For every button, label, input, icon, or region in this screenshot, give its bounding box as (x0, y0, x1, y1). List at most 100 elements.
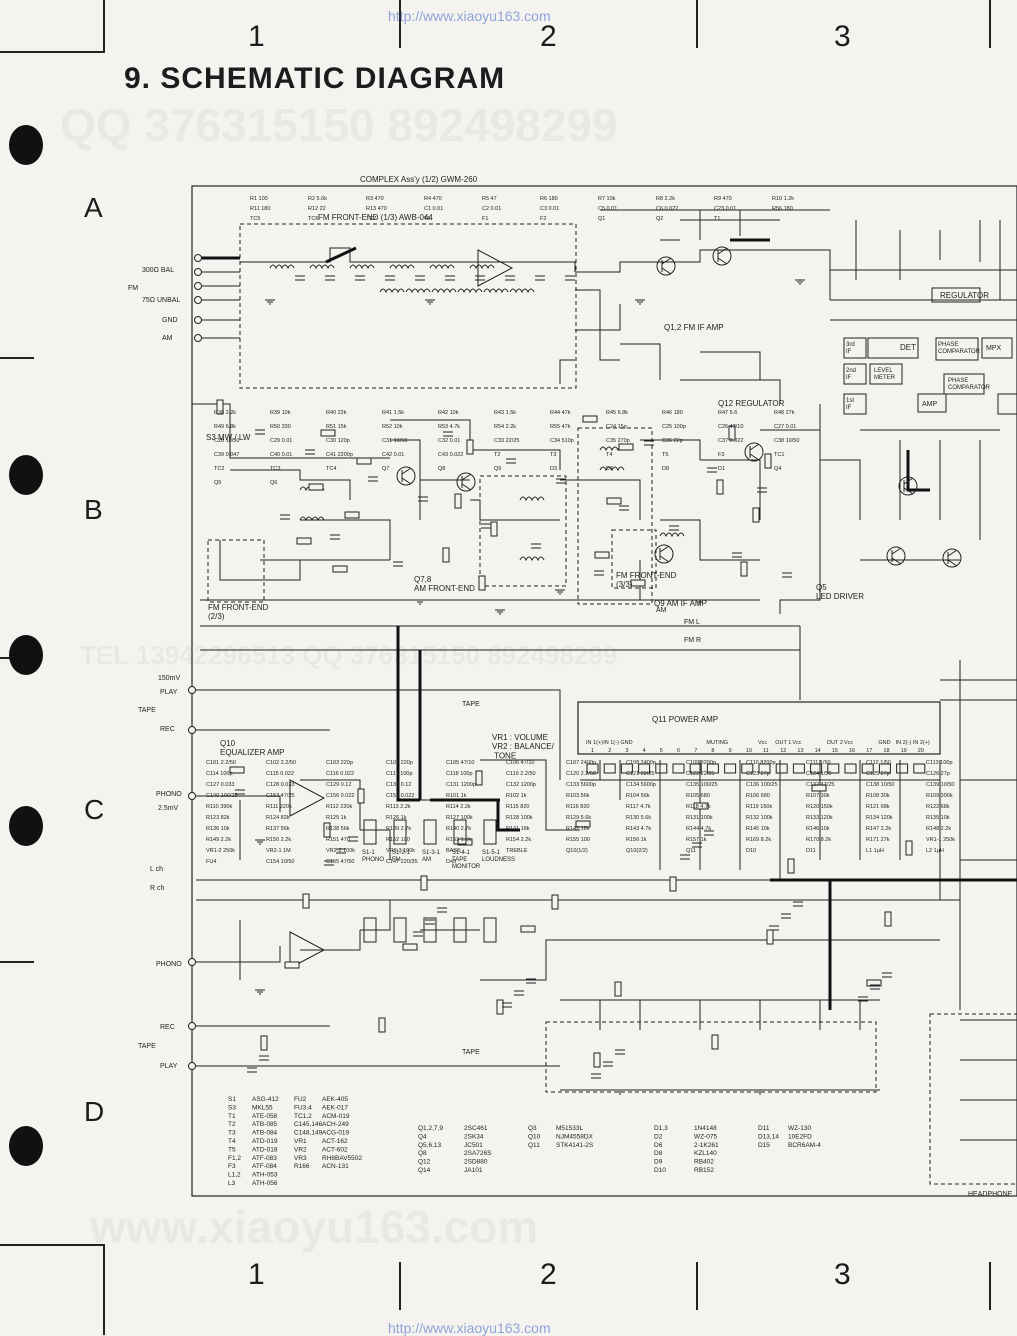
parts-list-cell: RB402 (694, 1159, 714, 1166)
component-label: TREBLE (506, 848, 528, 854)
power-amp-label: Q11 POWER AMP (652, 715, 718, 724)
coil (599, 466, 625, 472)
fm-front-end-3-label: FM FRONT-END(3/3) (616, 571, 677, 589)
binder-holes (9, 125, 43, 1166)
power-amp-box (577, 701, 941, 755)
wire (470, 499, 560, 521)
capacitor (413, 931, 423, 937)
op-amp (289, 779, 326, 817)
component-label: C26 47/10 (718, 424, 743, 430)
component-label: R13 470 (366, 206, 387, 212)
power-amp-pin-box (792, 763, 805, 774)
component-label: R109 390k (926, 793, 953, 799)
transistor (886, 546, 906, 566)
ground (425, 299, 435, 305)
component-label: C130 0.12 (386, 782, 411, 788)
parts-list-cell: T4 (228, 1138, 236, 1145)
ground (265, 299, 275, 305)
resistor (323, 822, 331, 838)
sheet-frame (0, 0, 991, 1335)
power-amp-pin-label: IN 1(+) (586, 740, 603, 746)
component-label: Q2 (656, 216, 663, 222)
wire (660, 519, 760, 561)
component-label: R47 5.6 (718, 410, 737, 416)
wire (192, 689, 561, 780)
capacitor (692, 842, 702, 848)
row-letter-c: C (84, 794, 105, 825)
component-label: C156 0.022 (326, 793, 354, 799)
power-amp-pin-number: 10 (746, 748, 752, 754)
parts-list-cell: 1N4148 (694, 1125, 717, 1132)
col-number-2: 2 (540, 20, 557, 53)
signal-path (325, 246, 357, 264)
component-label: D10 (746, 848, 756, 854)
signal-paths (198, 238, 1017, 1010)
capacitor (680, 854, 690, 860)
component-label: R138 56k (326, 826, 350, 832)
power-amp-pin-box (672, 763, 685, 774)
resistor (378, 1017, 386, 1033)
headphone-box (929, 1013, 1017, 1185)
component-label: R122 68k (926, 804, 950, 810)
component-label: R129 5.6k (566, 815, 591, 821)
resistor (332, 565, 348, 573)
resistor (866, 979, 882, 987)
component-label: C38 10/50 (774, 438, 799, 444)
parts-list-cell: 2SD880 (464, 1159, 488, 1166)
signal-path (906, 450, 930, 492)
parts-list-cell: Q11 (528, 1142, 540, 1149)
component-label: C6 0.022 (656, 206, 678, 212)
parts-list-cell: WZ-075 (694, 1133, 718, 1140)
q12-regulator-label: Q12 REGULATOR (718, 399, 785, 408)
component-label: C137 47/25 (806, 782, 834, 788)
resistor (594, 551, 610, 559)
parts-list-cell: D10 (654, 1167, 666, 1174)
component-label: R7 10k (598, 196, 616, 202)
transistor-leads (749, 443, 760, 461)
capacitor (437, 907, 447, 913)
component-label: D8 (662, 466, 669, 472)
power-amp-pin-number: 20 (918, 748, 924, 754)
component-label: R155 100 (566, 837, 590, 843)
component-label: C126 27p (926, 771, 950, 777)
block-labels: COMPLEX Ass'y (1/2) GWM-260 FM FRONT-END… (206, 175, 1013, 1198)
amp-label: AMP (922, 401, 938, 408)
parts-list-cell: M51533L (556, 1125, 583, 1132)
q12-fm-if-label: Q1,2 FM IF AMP (664, 323, 724, 332)
wire (700, 459, 761, 520)
regulator-label: REGULATOR (940, 291, 989, 300)
wire (300, 779, 361, 830)
fm-front-end-2-box (207, 539, 265, 603)
capacitor (732, 552, 742, 558)
component-label: VR1-1 250k (926, 837, 955, 843)
parts-list-cell: D11 (758, 1125, 770, 1132)
capacitor (603, 1061, 613, 1067)
component-label: C125 27p (866, 771, 890, 777)
capacitor (305, 449, 315, 455)
wire (390, 439, 421, 520)
switch-body (483, 819, 497, 845)
op-amp (477, 249, 514, 287)
coil (299, 516, 325, 522)
component-label: Q9 (494, 466, 501, 472)
component-label: C118 100p (446, 771, 473, 777)
wire (760, 429, 821, 560)
resistor (728, 425, 736, 441)
f3-box (577, 427, 653, 605)
component-label: R135 10k (926, 815, 950, 821)
component-label: R3 470 (366, 196, 384, 202)
wire (300, 930, 361, 951)
parts-list-cell: ATD-018 (252, 1146, 278, 1153)
power-amp-pin-box (827, 763, 840, 774)
capacitor (757, 487, 767, 493)
row-letter-d: D (84, 1096, 105, 1127)
resistor (787, 858, 795, 874)
component-label: R169 8.2k (746, 837, 771, 843)
resistor (402, 943, 418, 951)
power-amp-pin-label: OUT 1 (775, 740, 791, 746)
component-label: R149 2.2k (206, 837, 231, 843)
parts-list-cell: L1,2 (228, 1172, 241, 1179)
